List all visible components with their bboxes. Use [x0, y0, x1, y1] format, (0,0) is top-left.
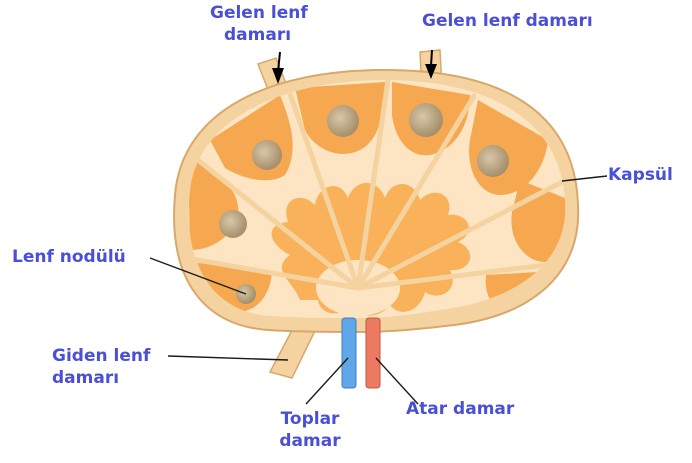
label-vein: Toplar damar: [270, 408, 350, 452]
germinal-center-2: [252, 140, 282, 170]
label-efferent-line2: damarı: [52, 367, 150, 389]
label-efferent-line1: Giden lenf: [52, 345, 150, 367]
germinal-center-3: [327, 105, 359, 137]
label-vein-line2: damar: [270, 430, 350, 452]
germinal-center-5: [477, 145, 509, 177]
label-afferent-right: Gelen lenf damarı: [422, 10, 593, 32]
label-capsule: Kapsül: [608, 164, 673, 186]
germinal-center-1: [219, 210, 247, 238]
germinal-center-4: [409, 103, 443, 137]
label-lymph-nodule: Lenf nodülü: [12, 246, 126, 268]
label-efferent: Giden lenf damarı: [52, 345, 150, 389]
label-afferent-left-line1: Gelen lenf: [210, 2, 330, 24]
label-vein-line1: Toplar: [270, 408, 350, 430]
label-afferent-left: Gelen lenf damarı: [210, 2, 330, 46]
label-artery: Atar damar: [406, 398, 514, 420]
artery: [366, 318, 380, 388]
leader-efferent: [168, 356, 288, 360]
vein: [342, 318, 356, 388]
label-afferent-left-line2: damarı: [210, 24, 330, 46]
